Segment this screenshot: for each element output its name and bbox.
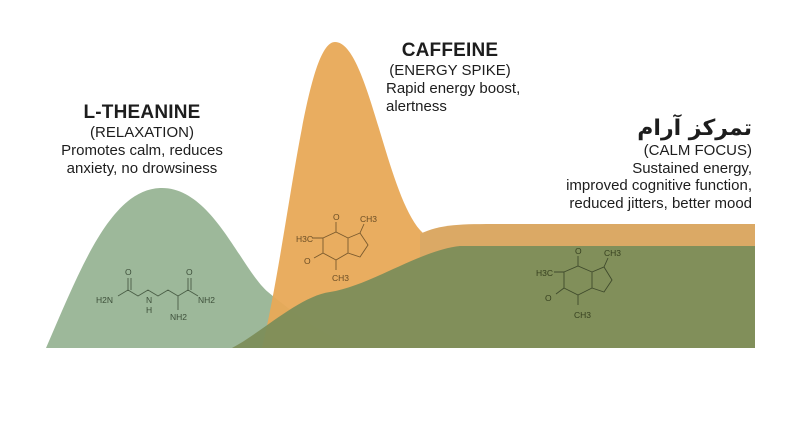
calm-focus-desc-line3: reduced jitters, better mood [569, 195, 752, 213]
caffeine-plateau-ch3-top: CH3 [604, 248, 621, 258]
theanine-h2n-label: H2N [96, 295, 113, 305]
calm-focus-desc-line2: improved cognitive function, [566, 177, 752, 195]
caffeine-spike-ch3-top: CH3 [360, 214, 377, 224]
caffeine-spike-o2: O [304, 256, 311, 266]
caffeine-molecule-spike [312, 222, 369, 270]
caffeine-title: CAFFEINE [401, 40, 499, 61]
theanine-nh2-right-label: NH2 [198, 295, 215, 305]
caffeine-molecule-plateau [554, 256, 613, 305]
caffeine-plateau-o2: O [545, 293, 552, 303]
theanine-nh2-bottom-label: NH2 [170, 312, 187, 322]
calm-focus-title: تمرکز آرام [637, 116, 752, 141]
caffeine-subtitle: (ENERGY SPIKE) [389, 62, 511, 80]
caffeine-spike-h3c: H3C [296, 234, 313, 244]
caffeine-plateau-o1: O [575, 246, 582, 256]
theanine-label-block: L-THEANINE (RELAXATION) Promotes calm, r… [28, 102, 256, 177]
caffeine-desc-line2: alertness [386, 97, 447, 115]
theanine-desc-line2: anxiety, no drowsiness [66, 159, 218, 177]
calm-focus-label-block: تمرکز آرام (CALM FOCUS) Sustained energy… [520, 116, 752, 213]
theanine-o2-label: O [186, 267, 193, 277]
caffeine-desc-line1: Rapid energy boost, [386, 80, 521, 98]
calm-focus-subtitle: (CALM FOCUS) [643, 141, 752, 159]
caffeine-spike-ch3-bottom: CH3 [332, 273, 349, 283]
calm-focus-desc-line1: Sustained energy, [632, 159, 752, 177]
caffeine-spike-o1: O [333, 212, 340, 222]
theanine-o1-label: O [125, 267, 132, 277]
theanine-molecule [117, 278, 199, 310]
theanine-title: L-THEANINE [83, 102, 201, 123]
caffeine-plateau-ch3-bottom: CH3 [574, 310, 591, 320]
theanine-desc-line1: Promotes calm, reduces [61, 142, 223, 160]
theanine-h-label: H [146, 305, 152, 315]
theanine-subtitle: (RELAXATION) [90, 124, 194, 142]
caffeine-plateau-h3c: H3C [536, 268, 553, 278]
caffeine-label-block: CAFFEINE (ENERGY SPIKE) Rapid energy boo… [386, 40, 556, 115]
theanine-n-label: N [146, 295, 152, 305]
calm-focus-curve [232, 246, 755, 348]
